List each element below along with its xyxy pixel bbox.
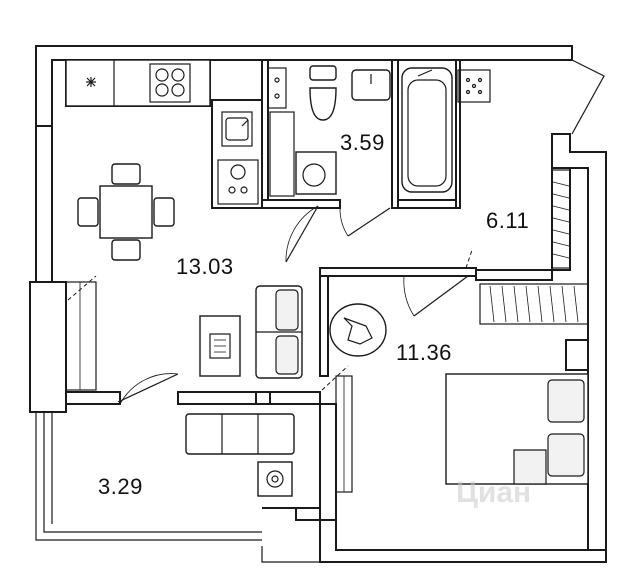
loggia-planter <box>257 461 293 497</box>
snowflake-icon <box>86 77 96 87</box>
doors <box>67 205 473 405</box>
watermark: Циан <box>456 476 532 509</box>
loggia-sofa <box>185 413 295 455</box>
bathtub-icon <box>401 67 453 193</box>
tv-cabinet <box>199 315 241 377</box>
washing-machine-icon <box>269 111 337 197</box>
wardrobe-hall <box>551 169 571 269</box>
bathroom <box>267 65 491 197</box>
cooktop-icon <box>149 63 191 103</box>
windows <box>65 281 353 493</box>
toilet-icon <box>309 65 337 121</box>
outer-walls <box>29 45 607 563</box>
rug-with-cat <box>329 303 387 357</box>
area-label-bathroom: 3.59 <box>340 130 385 155</box>
area-label-kitchen-living: 13.03 <box>176 254 234 279</box>
bed <box>445 373 589 485</box>
wardrobe-bedroom <box>479 283 589 325</box>
oven-icon <box>217 159 259 205</box>
sofa <box>255 285 303 379</box>
kitchen <box>65 59 259 205</box>
shower-drain-icon <box>457 69 491 103</box>
kitchen-sink-icon <box>221 111 253 147</box>
area-label-loggia: 3.29 <box>98 474 143 499</box>
washbasin-icon <box>351 69 391 101</box>
area-label-hallway: 6.11 <box>486 208 530 233</box>
area-label-bedroom: 11.36 <box>396 340 452 365</box>
dining-table <box>77 163 175 261</box>
